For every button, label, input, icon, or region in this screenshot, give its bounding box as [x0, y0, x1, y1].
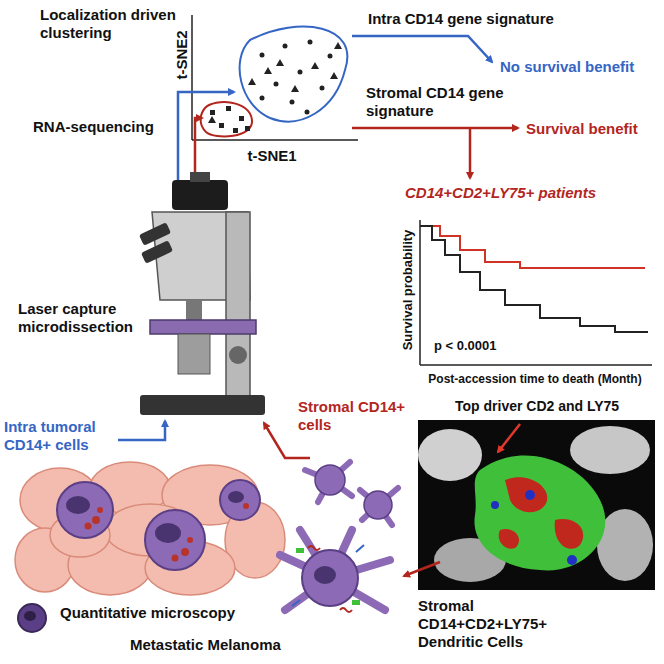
step-heading: RNA-sequencing [33, 118, 154, 136]
flow-arrow [352, 36, 492, 62]
flow-arrow [178, 92, 234, 180]
step-heading: Laser capture microdissection [18, 300, 142, 336]
driver-label: Top driver CD2 and LY75 [455, 398, 619, 415]
flow-arrow [469, 128, 472, 178]
tsne-plot [192, 15, 358, 140]
outcome-label: Survival benefit [526, 120, 638, 138]
text-slot: CD14+CD2+LY75+ patients [405, 184, 596, 202]
axis-label: Post-accession time to death (Month) [428, 372, 641, 386]
plot-panel: Survival probability p < 0.0001Post-acces… [398, 212, 656, 397]
axis-label: Survival probability [400, 230, 416, 351]
disease-label: Metastatic Melanoma [130, 636, 281, 654]
survival-plot [420, 220, 652, 365]
text-slot: Laser capture microdissection [18, 300, 142, 336]
tumor-illustration [15, 462, 285, 595]
cell-group-label: Intra tumoral CD14+ cells [4, 418, 116, 454]
axis-label: t-SNE1 [247, 147, 296, 165]
cell-group-label: Stromal CD14+ cells [298, 398, 416, 434]
step-heading: Localization driven clustering [40, 6, 200, 42]
p-value: p < 0.0001 [434, 338, 497, 354]
cell-type-label: Stromal CD14+CD2+LY75+ Dendritic Cells [418, 597, 598, 651]
text-slot: Intra CD14 gene signature [368, 10, 554, 28]
text-slot: RNA-sequencing [33, 118, 154, 136]
text-slot: Post-accession time to death (Month) [428, 372, 641, 386]
text-slot: p < 0.0001 [434, 338, 497, 354]
text-slot: Top driver CD2 and LY75 [455, 398, 619, 415]
signature-label: Intra CD14 gene signature [368, 10, 554, 28]
text-slot: Quantitative microscopy [60, 604, 235, 622]
flow-arrow [195, 118, 202, 180]
signature-label: Stromal CD14 gene signature [366, 84, 526, 120]
macrophage-icon [18, 480, 260, 632]
text-slot: Stromal CD14+ cells [298, 398, 416, 434]
outcome-label: No survival benefit [500, 58, 634, 76]
method-label: Quantitative microscopy [60, 604, 235, 622]
plot-panel: t-SNE2 t-SNE1 [172, 8, 367, 173]
text-slot: Stromal CD14+CD2+LY75+ Dendritic Cells [418, 597, 598, 651]
flow-arrow [118, 421, 165, 440]
text-slot: Intra tumoral CD14+ cells [4, 418, 116, 454]
microscope [139, 172, 265, 415]
text-slot: Survival probability [400, 230, 416, 351]
stromal-cell-icon [305, 462, 398, 525]
text-slot: t-SNE2 [173, 30, 191, 79]
microscopy-image [404, 420, 655, 590]
axis-label: t-SNE2 [173, 30, 191, 79]
patient-group-label: CD14+CD2+LY75+ patients [405, 184, 596, 202]
text-slot: Stromal CD14 gene signature [366, 84, 526, 120]
text-slot: Localization driven clustering [40, 6, 200, 42]
text-slot: No survival benefit [500, 58, 634, 76]
flow-arrow [352, 127, 518, 130]
dendritic-cell-icon [280, 530, 390, 612]
text-slot: Metastatic Melanoma [130, 636, 281, 654]
text-slot: t-SNE1 [247, 147, 296, 165]
text-slot: Survival benefit [526, 120, 638, 138]
